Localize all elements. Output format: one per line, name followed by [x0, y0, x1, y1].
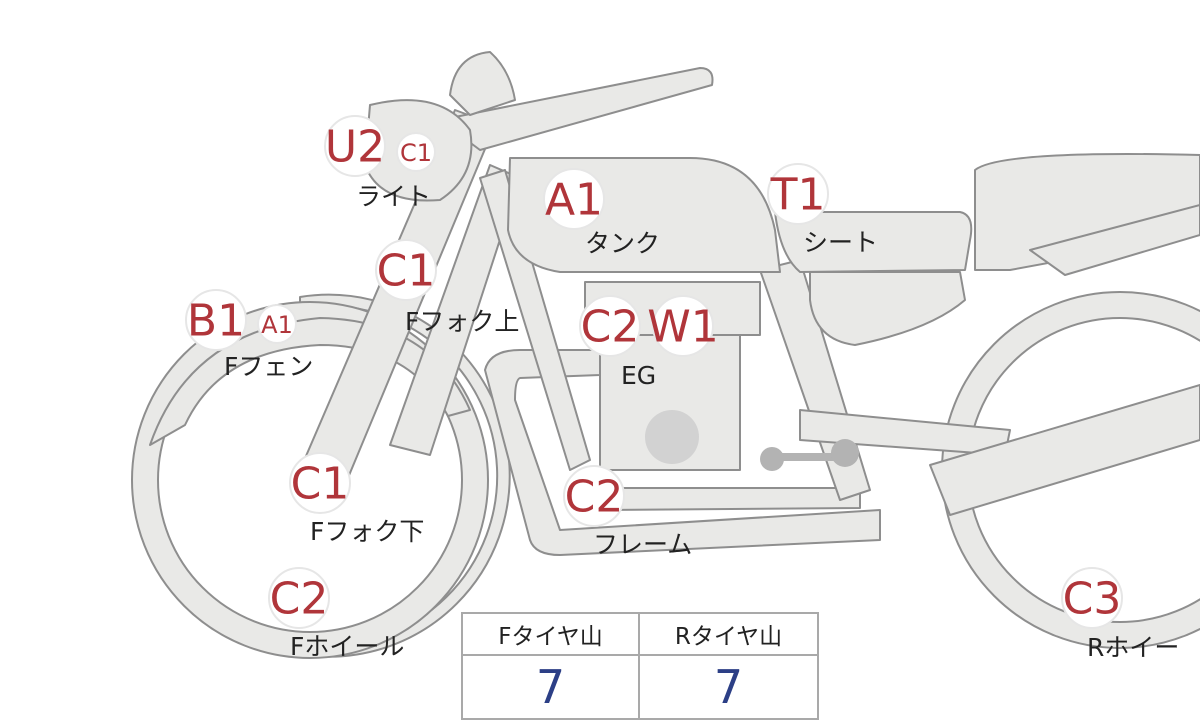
fork-lower-grade-text: C1: [291, 459, 350, 510]
handlebar-shape: [439, 67, 714, 151]
light-label: ライト: [356, 182, 431, 211]
engine-label: EG: [621, 361, 656, 390]
engine-grade-text: C2: [581, 302, 640, 353]
frame-label: フレーム: [593, 530, 692, 559]
fork-upper-grade-text: C1: [377, 246, 436, 297]
rear-shock-shape: [1029, 204, 1200, 276]
seat-grade-badge: [767, 163, 829, 225]
engine-grade-text: W1: [647, 302, 719, 353]
front-fender-grade-text: B1: [187, 296, 245, 347]
mirror-shape: [449, 51, 516, 116]
seat-grade-text: T1: [770, 170, 826, 221]
rear-tire-header: Rタイヤ山: [640, 614, 817, 656]
front-fender-label: Fフェン: [224, 352, 313, 381]
front-fender-grade-text: A1: [261, 311, 293, 339]
front-tire-value: 7: [463, 656, 640, 718]
fork-lower-grade-badge: [289, 452, 351, 514]
tire-tread-table: Fタイヤ山 Rタイヤ山 7 7: [461, 612, 819, 720]
light-grade-badge: [396, 132, 436, 172]
rear-wheel-grade-text: C3: [1063, 574, 1122, 625]
front-wheel-grade-text: C2: [270, 574, 329, 625]
seat-label: シート: [803, 228, 878, 257]
frame-down-tube: [479, 169, 591, 471]
engine-cover: [645, 410, 699, 464]
frame-rear-shape: [599, 487, 861, 511]
tank-label: タンク: [585, 229, 660, 258]
engine-grade-badge: [579, 295, 641, 357]
front-fender-grade-badge: [257, 304, 297, 344]
frame-shape: [484, 349, 881, 556]
frame-grade-badge: [563, 465, 625, 527]
fork-upper-label: Fフォク上: [405, 307, 519, 336]
light-grade-badge: [324, 115, 386, 177]
front-tire-header: Fタイヤ山: [463, 614, 640, 656]
rear-muffler-shape: [929, 384, 1200, 516]
tank-grade-badge: [543, 168, 605, 230]
tank-grade-text: A1: [545, 175, 603, 226]
frame-grade-text: C2: [565, 472, 624, 523]
fork-lower-label: Fフォク下: [310, 517, 424, 546]
fork-upper-grade-badge: [375, 239, 437, 301]
rear-wheel-label: Rホイー: [1087, 633, 1179, 662]
front-wheel-grade-badge: [268, 567, 330, 629]
front-fender-grade-badge: [185, 289, 247, 351]
front-wheel-outer: [131, 301, 489, 659]
side-cover-shape: [809, 271, 966, 346]
footpeg-shape: [760, 439, 859, 471]
rear-tire-value: 7: [713, 660, 744, 714]
front-wheel-label: Fホイール: [290, 632, 404, 661]
engine-grade-badge: [652, 295, 714, 357]
front-wheel-tire: [132, 302, 488, 658]
light-grade-text: C1: [400, 139, 432, 167]
rear-wheel-grade-badge: [1061, 567, 1123, 629]
seat-shape: [774, 211, 973, 273]
light-grade-text: U2: [325, 122, 385, 173]
